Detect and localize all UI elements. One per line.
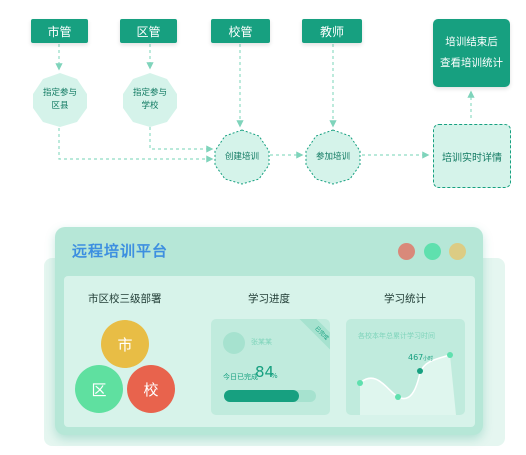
join-training-label: 参加培训 — [315, 151, 350, 162]
stats-point — [417, 368, 423, 374]
stats-point — [447, 352, 453, 358]
role-city-admin: 市管 — [31, 19, 88, 43]
assign-district-node: 指定参与区县 — [32, 72, 88, 128]
assign-district-line2: 区县 — [51, 101, 69, 111]
stats-peak-value: 467 — [408, 353, 424, 362]
stats-line-chart — [357, 352, 456, 415]
stats-title: 学习统计 — [384, 293, 426, 305]
deploy-title: 市区校三级部署 — [88, 293, 162, 305]
flow-connectors — [55, 44, 475, 163]
window-dot-yellow — [449, 243, 466, 260]
stats-peak-unit: 小时 — [423, 356, 434, 362]
stats-point — [395, 394, 401, 400]
window-dot-red — [398, 243, 415, 260]
city-circle: 市 — [101, 320, 149, 368]
assign-district-line1: 指定参与 — [42, 88, 77, 98]
progress-card: 张某某 已完成 今日已完成 84 % — [211, 319, 330, 415]
completed-ribbon-label: 已完成 — [313, 325, 330, 342]
create-training-node: 创建培训 — [214, 129, 270, 185]
end-statistics-box: 培训结束后 查看培训统计 — [433, 19, 510, 87]
stats-card: 各校本年总累计学习时间 467 小时 — [346, 319, 465, 415]
assign-school-node: 指定参与学校 — [122, 72, 178, 128]
progress-user-name: 张某某 — [251, 338, 272, 346]
create-training-label: 创建培训 — [224, 151, 259, 162]
platform-title: 远程培训平台 — [72, 242, 169, 260]
progress-title: 学习进度 — [248, 293, 290, 305]
assign-school-line2: 学校 — [141, 101, 159, 111]
today-unit: % — [271, 372, 278, 380]
today-value: 84 — [255, 363, 275, 381]
district-circle: 区 — [75, 365, 123, 413]
completed-ribbon: 已完成 — [296, 319, 330, 353]
assign-school-line1: 指定参与 — [132, 88, 167, 98]
role-teacher: 教师 — [302, 19, 362, 43]
stats-caption: 各校本年总累计学习时间 — [358, 332, 435, 340]
window-dot-green — [424, 243, 441, 260]
join-training-node: 参加培训 — [305, 129, 361, 185]
progress-fill — [224, 390, 300, 402]
end-box-line2: 查看培训统计 — [440, 57, 503, 69]
today-label: 今日已完成 — [223, 373, 258, 381]
role-district-admin: 区管 — [120, 19, 177, 43]
role-school-admin: 校管 — [211, 19, 270, 43]
stats-point — [357, 380, 363, 386]
realtime-detail-box: 培训实时详情 — [433, 124, 511, 188]
end-box-line1: 培训结束后 — [445, 36, 498, 48]
school-circle: 校 — [127, 365, 175, 413]
progress-track — [224, 390, 316, 402]
avatar — [223, 332, 245, 354]
